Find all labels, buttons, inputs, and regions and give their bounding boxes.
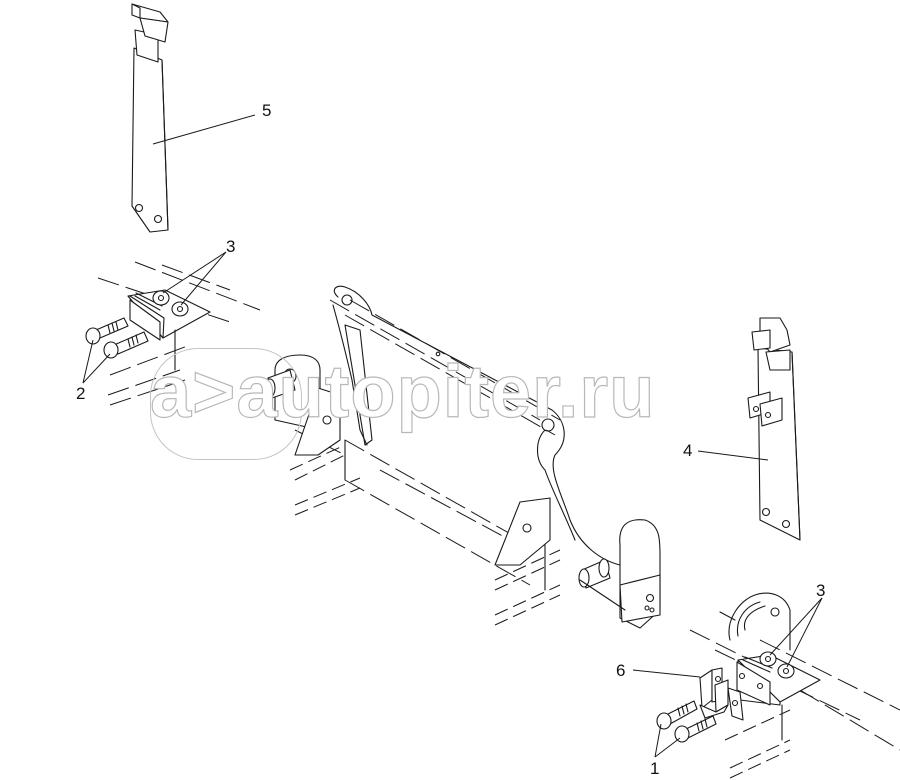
- callout-3-left: 3: [226, 237, 236, 256]
- bolt-icon: [656, 700, 698, 730]
- nut-icon: [171, 301, 189, 317]
- part-4-strap: [747, 317, 801, 541]
- bolt-icon: [674, 715, 717, 743]
- callout-2: 2: [76, 384, 86, 403]
- right-fastener-group: [656, 592, 900, 779]
- main-frame: [264, 285, 661, 629]
- bolt-icon: [85, 317, 129, 345]
- callout-3-right: 3: [816, 581, 826, 600]
- part-5-strap: [131, 3, 169, 233]
- left-fastener-group: [85, 261, 261, 406]
- u-clevis-icon: [699, 667, 744, 721]
- callout-4: 4: [683, 441, 693, 460]
- nut-icon: [759, 651, 777, 667]
- bolt-icon: [103, 331, 149, 359]
- watermark: a>autopiter.ru: [149, 350, 656, 433]
- callout-6: 6: [616, 661, 626, 680]
- nut-icon: [152, 290, 170, 306]
- leader-lines: [82, 114, 823, 758]
- callout-5: 5: [262, 101, 272, 120]
- watermark-logo: [150, 348, 302, 460]
- nut-icon: [777, 663, 795, 679]
- callout-1: 1: [650, 759, 660, 778]
